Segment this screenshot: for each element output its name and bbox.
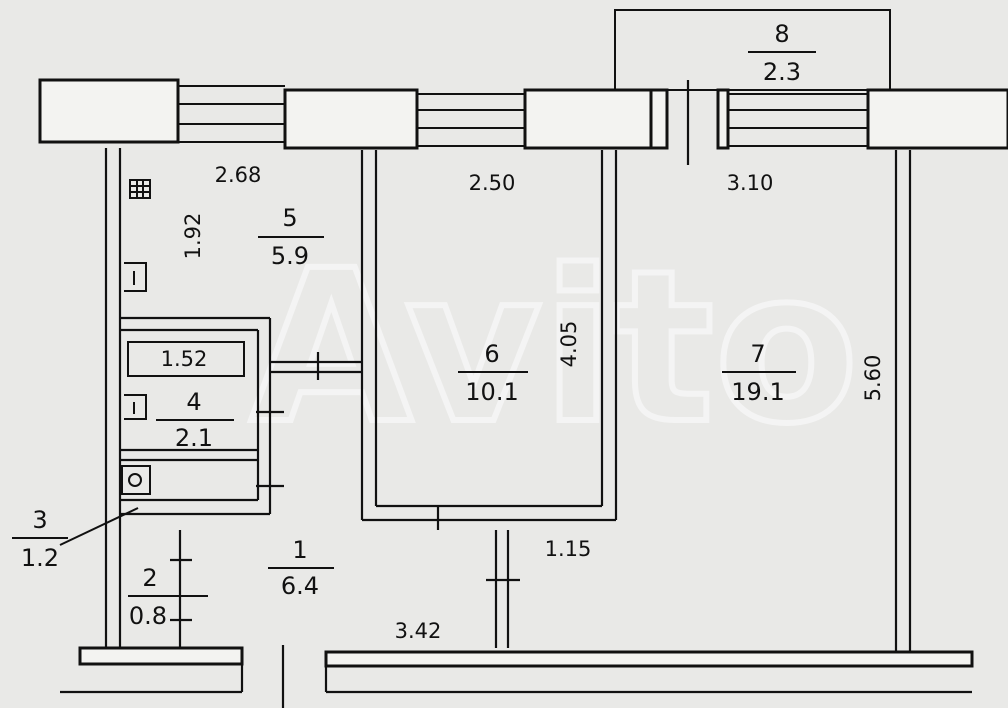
- dim-room7-height: 5.60: [861, 355, 885, 402]
- stove-icon: [129, 179, 151, 199]
- room-area: 6.4: [281, 572, 319, 600]
- wall-segment: [283, 88, 419, 150]
- room-number: 8: [774, 20, 789, 48]
- dim-corridor-width: 1.15: [545, 537, 592, 561]
- room-number: 6: [484, 340, 499, 368]
- window-room7: [728, 93, 868, 147]
- room-label-5: 5 5.9: [258, 204, 324, 270]
- door-jamb: [716, 88, 730, 150]
- wall-segment: [866, 88, 1008, 150]
- room-number: 4: [186, 388, 201, 416]
- wall-segment: [324, 650, 974, 668]
- window-room6: [417, 93, 525, 147]
- room-label-8: 8 2.3: [748, 20, 816, 86]
- room-number: 1: [292, 536, 307, 564]
- room-number: 3: [32, 506, 47, 534]
- room-area: 0.8: [129, 602, 167, 630]
- room-area: 2.1: [175, 424, 213, 452]
- bath-sink-icon: [124, 394, 147, 420]
- room-area: 19.1: [731, 378, 784, 406]
- room-label-4: 4 2.1: [156, 388, 234, 452]
- room-area: 2.3: [763, 58, 801, 86]
- room-area: 10.1: [465, 378, 518, 406]
- room-label-2: 2 0.8: [128, 564, 208, 630]
- dim-room5-width: 2.68: [215, 163, 262, 187]
- wall-segment: [78, 646, 244, 666]
- room-label-3: 3 1.2: [12, 506, 68, 572]
- room-number: 5: [282, 204, 297, 232]
- toilet-icon: [121, 465, 151, 495]
- room-label-1: 1 6.4: [268, 536, 334, 600]
- room-area: 1.2: [21, 544, 59, 572]
- room-label-7: 7 19.1: [722, 340, 796, 406]
- dim-hall-width: 3.42: [395, 619, 442, 643]
- dim-bath-length: 1.52: [161, 347, 208, 371]
- dim-room5-height: 1.92: [181, 213, 205, 260]
- door-jamb: [649, 88, 669, 150]
- room-area: 5.9: [271, 242, 309, 270]
- room3-leader: [59, 507, 139, 546]
- room-label-6: 6 10.1: [458, 340, 528, 406]
- watermark: Avito: [250, 225, 859, 470]
- room6-walls: [360, 150, 618, 530]
- dim-room6-height: 4.05: [557, 321, 581, 368]
- bottom-wall: [60, 645, 974, 708]
- room-number: 2: [142, 564, 157, 592]
- bathtub: [127, 341, 245, 377]
- wall-segment: [523, 88, 653, 150]
- room-number: 7: [750, 340, 765, 368]
- wall-segment: [38, 78, 180, 144]
- window-kitchen: [178, 85, 285, 143]
- balcony-outline: [614, 9, 891, 91]
- bath-block: [59, 179, 362, 546]
- dim-room7-width: 3.10: [727, 171, 774, 195]
- top-wall: [38, 78, 1008, 150]
- dim-room6-width: 2.50: [469, 171, 516, 195]
- hall-walls: [170, 530, 520, 648]
- kitchen-sink-icon: [124, 262, 147, 292]
